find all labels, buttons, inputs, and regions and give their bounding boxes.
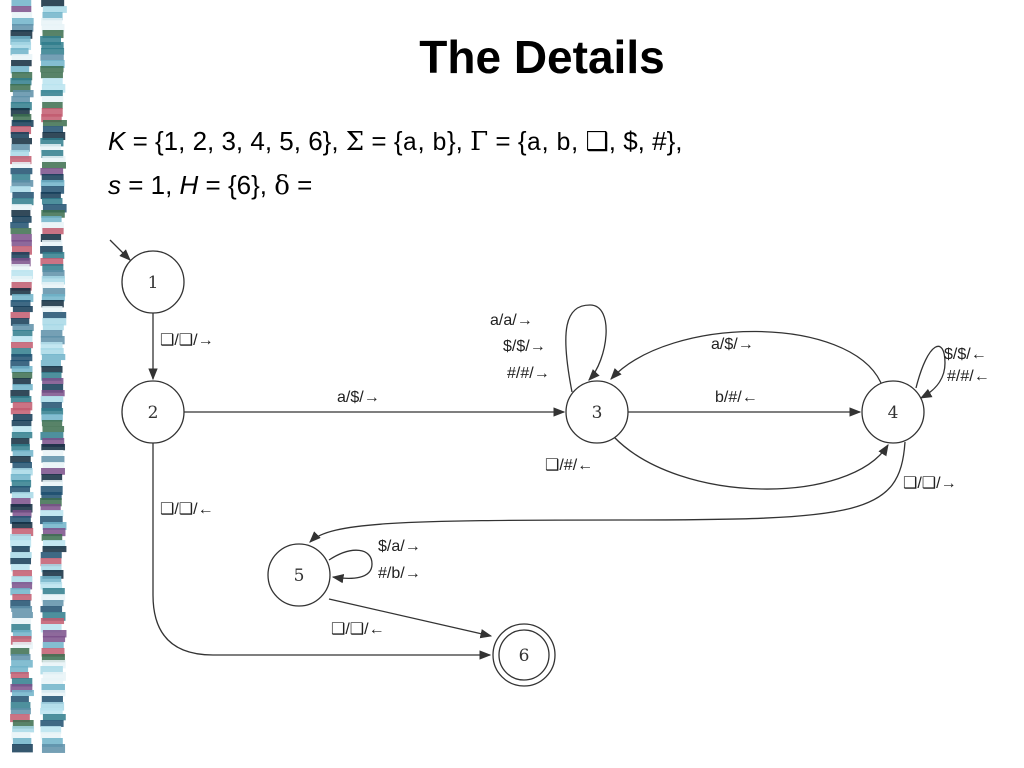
definition-segment: }, xyxy=(447,126,471,156)
transition-edge-4-4 xyxy=(915,345,946,399)
transition-edge-4-3 xyxy=(610,330,882,384)
state-circle xyxy=(267,543,331,607)
transition-label: ❑/#/← xyxy=(545,457,593,474)
definition-segment: H xyxy=(179,170,199,200)
transition-edge-3-3 xyxy=(565,304,607,393)
state-label: 1 xyxy=(148,273,159,293)
definition-segment: s xyxy=(108,170,121,200)
definition-segment: a xyxy=(526,129,542,158)
state-circle xyxy=(121,380,185,444)
transition-edge-5-5 xyxy=(328,549,373,584)
definition-line-2: s = 1, H = {6}, δ = xyxy=(108,170,312,201)
transition-label: ❑/❑/→ xyxy=(903,475,957,492)
slide-title: The Details xyxy=(419,31,665,83)
state-circle xyxy=(121,250,185,314)
state-4: 4 xyxy=(861,380,925,444)
transition-label: ❑/❑/→ xyxy=(160,332,214,349)
state-label: 4 xyxy=(888,403,899,423)
transition-label: a/$/→ xyxy=(711,336,754,353)
state-6: 6 xyxy=(492,623,556,687)
transition-edge-5-6 xyxy=(328,598,493,639)
definition-segment: = xyxy=(289,170,313,200)
definition-segment: , xyxy=(541,126,556,156)
transition-label: #/#/← xyxy=(947,368,990,385)
definition-segment: b xyxy=(555,129,571,158)
definition-segment: K xyxy=(108,126,126,156)
state-circle xyxy=(565,380,629,444)
state-5: 5 xyxy=(267,543,331,607)
state-2: 2 xyxy=(121,380,185,444)
transition-label: $/$/← xyxy=(944,346,987,363)
definition-segment: = {1, 2, 3, 4, 5, 6}, xyxy=(125,126,346,156)
state-3: 3 xyxy=(565,380,629,444)
decorative-side-strip xyxy=(10,0,67,753)
transition-label: #/#/→ xyxy=(507,365,550,382)
transition-label: b/#/← xyxy=(715,389,758,406)
definition-segment: = {6}, xyxy=(198,170,275,200)
state-label: 6 xyxy=(519,646,530,666)
transition-edge-2-6 xyxy=(152,443,492,660)
transition-label: ❑/❑/← xyxy=(160,501,214,518)
definition-segment: , ❑, $, #}, xyxy=(571,126,683,156)
definition-segment: , xyxy=(417,126,432,156)
definition-line-1: K = {1, 2, 3, 4, 5, 6}, Σ = {a, b}, Γ = … xyxy=(108,126,682,158)
state-label: 3 xyxy=(592,403,603,423)
transition-edge-3-4 xyxy=(613,436,889,490)
transition-label: a/a/→ xyxy=(490,312,533,329)
transition-label: $/a/→ xyxy=(378,538,421,555)
state-1: 1 xyxy=(121,250,185,314)
transition-label: $/$/→ xyxy=(503,338,546,355)
halting-inner-circle xyxy=(498,629,550,681)
definition-segment: = { xyxy=(364,126,403,156)
definition-segment: = 1, xyxy=(121,170,180,200)
definition-segment: b xyxy=(431,129,447,158)
start-arrow xyxy=(109,239,131,261)
definition-segment: Γ xyxy=(470,127,489,157)
definition-segment: Σ xyxy=(345,127,365,157)
state-label: 2 xyxy=(148,403,159,423)
definition-segment: a xyxy=(402,129,418,158)
definition-segment: = { xyxy=(488,126,527,156)
transition-edge-4-5 xyxy=(309,441,906,543)
definition-segment: δ xyxy=(274,171,290,201)
transition-label: ❑/❑/← xyxy=(331,621,385,638)
transition-label: a/$/→ xyxy=(337,389,380,406)
transition-label: #/b/→ xyxy=(378,565,421,582)
state-circle xyxy=(861,380,925,444)
state-label: 5 xyxy=(294,566,305,586)
